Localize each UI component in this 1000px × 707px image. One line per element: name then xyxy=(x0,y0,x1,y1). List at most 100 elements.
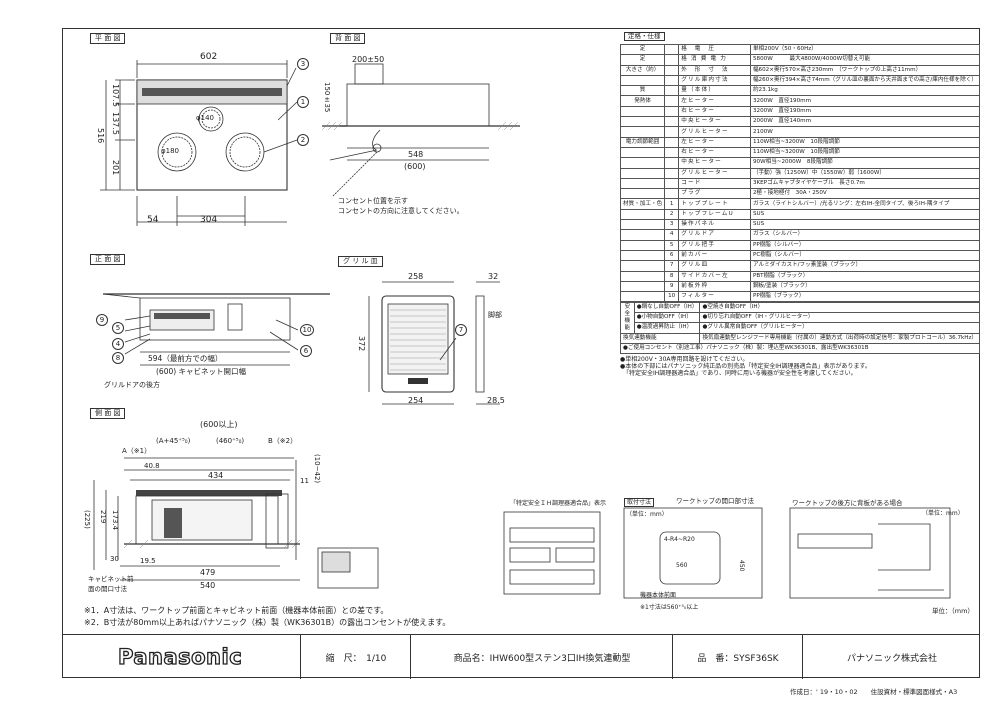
spec-footer-3: 「特定安全IH調理器適合品」であり、同時に用いる機器が安全性を考慮してください。 xyxy=(620,370,857,378)
safety-l3: ●温度過昇防止（IH） xyxy=(633,322,701,334)
plan-dim-140: φ140 xyxy=(196,114,214,122)
spec-category xyxy=(619,177,666,190)
outlet-row: ●ご使用コンセント（別途工事）パナソニック（株）製：埋込型WK36301B、露出… xyxy=(620,342,980,355)
spec-label: トッププレート xyxy=(678,198,751,210)
spec-num xyxy=(664,54,680,66)
spec-num xyxy=(664,64,680,76)
spec-value: 2100W xyxy=(749,126,981,138)
spec-num: 1 xyxy=(664,198,680,210)
spec-label: グリル把手 xyxy=(678,239,751,251)
spec-row: 定格 電 圧単相200V（50・60Hz） xyxy=(619,43,981,56)
callout-2: 2 xyxy=(297,134,309,146)
side-dim-600: (600以上) xyxy=(200,420,238,429)
linked-label: 換気連動機能 xyxy=(619,332,701,344)
opening-dim-450: 450 xyxy=(738,560,745,572)
spec-value: （手動）強（1250W）中（1550W）弱（1600W） xyxy=(749,167,981,179)
spec-category xyxy=(619,219,666,231)
product-name-cell: 商品名：IHW600型ステン3口IH換気連動型 xyxy=(410,635,673,679)
spec-label: フィルター xyxy=(678,291,751,303)
spec-category xyxy=(619,146,666,159)
spec-row: 質量（本体）約23.1kg xyxy=(619,85,981,97)
side-dim-219: 219 xyxy=(99,510,107,524)
spec-category xyxy=(619,167,666,179)
note-2: ※2．B寸法が80mm以上あればパナソニック（株）製（WK36301B）の露出コ… xyxy=(84,618,451,627)
spec-row: 大きさ（約）外 形 寸 法幅602×奥行570×高さ230mm （ワークトップの… xyxy=(619,64,981,76)
spec-num xyxy=(664,167,680,179)
spec-value: 3200W 直径190mm xyxy=(749,95,981,107)
created-date: 作成日：' 19・10・02 住設資材・標準図面様式・A3 xyxy=(790,688,958,696)
spec-label: 左ヒーター xyxy=(678,95,751,107)
spec-value: SUS xyxy=(749,219,981,231)
spec-num xyxy=(664,95,680,107)
center-burner xyxy=(198,106,224,132)
spec-num xyxy=(664,43,680,56)
callout-9: 9 xyxy=(96,314,108,326)
spec-label: 操作パネル xyxy=(678,219,751,231)
spec-num xyxy=(664,146,680,159)
spec-value: SUS xyxy=(749,208,981,221)
spec-category: 材質・加工・色 xyxy=(619,198,666,210)
spec-label: コード xyxy=(678,177,751,190)
callout-10: 10 xyxy=(300,324,314,336)
side-dim-40-8: 40.8 xyxy=(144,462,160,470)
spec-value: 110W相当~3200W 10段階調節 xyxy=(749,146,981,159)
spec-category: 電力調節範囲 xyxy=(619,136,666,148)
spec-value: 2000W 直径140mm xyxy=(749,116,981,128)
spec-value: 2極・接地極付 30A・250V xyxy=(749,188,981,200)
spec-label: グリル庫内寸法 xyxy=(678,74,751,87)
spec-num: 2 xyxy=(664,208,680,221)
grill-door-note: グリルドアの後方 xyxy=(104,381,160,389)
back-unit xyxy=(346,83,490,127)
side-dim-A: A（※1） xyxy=(122,447,152,455)
callout-7: 7 xyxy=(455,324,467,336)
machine-front-label: 機器本体前面 xyxy=(640,592,677,599)
side-view-label: 側 面 図 xyxy=(90,408,126,419)
spec-label: トップフレームU xyxy=(678,208,751,221)
plan-dim-180: φ180 xyxy=(161,147,179,155)
spec-row: グリル庫内寸法幅260×奥行394×高さ74mm（グリル皿の裏面から天井面までの… xyxy=(619,74,981,87)
spec-num xyxy=(664,74,680,87)
spec-label: サイドカバー左 xyxy=(678,270,751,282)
spec-num: 8 xyxy=(664,270,680,282)
linked-value: 換気扇連動型レンジフード専用機能（付属の）連動方式（出荷時の設定信号：家製プロト… xyxy=(699,332,980,344)
fit-dims-label: 取付寸法 xyxy=(624,498,655,507)
spec-label: グリルドア xyxy=(678,229,751,241)
spec-value: 3200W 直径190mm xyxy=(749,105,981,118)
spec-category: 発熱体 xyxy=(619,95,666,107)
safety-cat: 安全機能 xyxy=(620,301,635,334)
safety-l1: ●鍋なし自動OFF（IH） xyxy=(633,301,701,314)
spec-num xyxy=(664,126,680,138)
part-no-cell: 品 番：SYSF36SK xyxy=(672,635,803,679)
opening-dim-560: 560 xyxy=(676,562,688,569)
spec-category xyxy=(619,291,666,303)
spec-value: 鋼板/塗装（ブラック） xyxy=(749,280,981,293)
grill-plate-label: グ リ ル 皿 xyxy=(338,256,383,267)
spec-num xyxy=(664,85,680,97)
drawing-frame xyxy=(62,28,980,678)
panasonic-logo: Panasonic xyxy=(117,644,243,669)
spec-category xyxy=(619,280,666,293)
spec-category xyxy=(619,239,666,251)
opening-footnote: ※1寸法は560⁺⁵₀以上 xyxy=(640,604,699,611)
spec-value: ガラス（ライトシルバー）/光るリング：左右IH-全同タイプ、後ろIH-隅タイプ xyxy=(749,198,981,210)
corner-radius: 4-R4~R20 xyxy=(664,536,695,543)
spec-category xyxy=(619,126,666,138)
side-dim-479: 479 xyxy=(200,568,216,577)
front-unit xyxy=(139,297,291,341)
back-dim-600: (600) xyxy=(404,162,426,171)
spec-label: 量（本体） xyxy=(678,85,751,97)
grill-dim-372: 372 xyxy=(357,336,366,352)
plan-dim-107-5: 107.5 xyxy=(111,84,120,107)
spec-label: 左ヒーター xyxy=(678,136,751,148)
plan-dim-516: 516 xyxy=(96,128,105,144)
